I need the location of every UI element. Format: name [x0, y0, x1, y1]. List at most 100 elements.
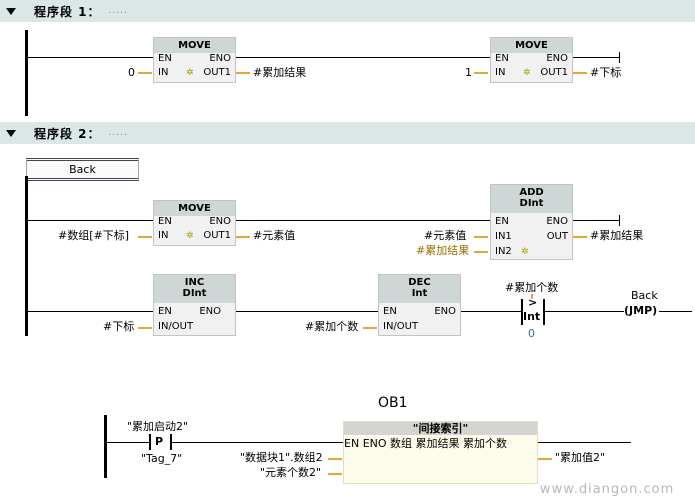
move2-in-value[interactable]: 1 — [465, 66, 472, 79]
inc-block[interactable]: INC DInt EN ENO IN/OUT — [153, 274, 236, 336]
collapse-triangle-icon[interactable] — [6, 129, 16, 137]
wire-ob1-c — [536, 442, 631, 443]
dec-block-title: DEC Int — [379, 275, 460, 303]
p-contact-type: P — [155, 435, 164, 448]
param-stub — [363, 327, 377, 329]
fb-in1-value[interactable]: "数据块1".数组2 — [240, 451, 323, 464]
pin-inout: IN/OUT — [383, 321, 419, 332]
wire-n2-r1-b — [235, 220, 490, 221]
jump-label-back[interactable]: Back — [26, 158, 139, 181]
add-block[interactable]: ADD DInt EN ENO IN1 OUT IN2 ✲ — [490, 184, 573, 260]
network-1-header[interactable]: 程序段 1： ..... — [0, 0, 695, 22]
wire-ob1-b — [172, 442, 344, 443]
move1-out-value[interactable]: #累加结果 — [253, 66, 307, 79]
move2-out-value[interactable]: #下标 — [590, 66, 622, 79]
wire-n2-r1-end — [619, 215, 620, 226]
pin-in: IN — [495, 67, 506, 78]
power-rail-2 — [25, 176, 28, 336]
pin-in: IN — [158, 230, 169, 241]
pin-en: EN — [495, 53, 509, 64]
wire-n2-r1-a — [28, 220, 154, 221]
compare-contact-left[interactable] — [521, 299, 523, 325]
move-block-1-title: MOVE — [154, 38, 235, 53]
dec-inout-value[interactable]: #累加个数 — [305, 320, 359, 333]
pin-sum-result: 累加结果 — [415, 437, 460, 450]
add-block-name: ADD — [519, 187, 544, 198]
network-2-title: 程序段 2： — [34, 126, 101, 141]
pin-en: EN — [495, 216, 509, 227]
add-in2-value[interactable]: #累加结果 — [416, 244, 470, 257]
ob1-title: OB1 — [378, 395, 408, 411]
pin-eno: ENO — [546, 53, 568, 64]
jump-target-label[interactable]: Back — [631, 289, 658, 302]
move-block-3-title: MOVE — [154, 201, 235, 216]
wire-n1-b — [235, 57, 490, 58]
dec-block-type: Int — [411, 288, 428, 299]
param-stub — [531, 294, 533, 299]
inc-inout-value[interactable]: #下标 — [103, 320, 135, 333]
inc-block-type: DInt — [182, 288, 207, 299]
inc-block-name: INC — [184, 277, 205, 288]
inc-block-title: INC DInt — [154, 275, 235, 303]
pin-eno: ENO — [362, 437, 387, 450]
collapse-triangle-icon[interactable] — [6, 7, 16, 15]
add-in1-value[interactable]: #元素值 — [424, 229, 467, 242]
wire-n1-c — [571, 57, 619, 58]
pin-eno: ENO — [199, 306, 221, 317]
add-out-value[interactable]: #累加结果 — [590, 229, 644, 242]
move-block-1[interactable]: MOVE EN ENO IN ✲ OUT1 — [153, 37, 236, 83]
dec-block[interactable]: DEC Int EN ENO IN/OUT — [378, 274, 461, 336]
network-2-comment-dots: ..... — [108, 128, 128, 138]
wire-n2-r1-c — [571, 220, 619, 221]
move-block-3[interactable]: MOVE EN ENO IN ✲ OUT1 — [153, 200, 236, 246]
jmp-instruction: JMP — [629, 304, 653, 317]
pin-in1: IN1 — [495, 231, 512, 242]
fb-in2-value[interactable]: "元素个数2" — [260, 466, 322, 479]
param-stub — [538, 458, 552, 460]
param-stub — [138, 236, 152, 238]
jmp-coil[interactable]: (JMP) — [624, 304, 658, 317]
move-block-2[interactable]: MOVE EN ENO IN ✲ OUT1 — [490, 37, 573, 83]
compare-type: Int — [523, 310, 541, 323]
pin-in: IN — [158, 67, 169, 78]
pin-array: 数组 — [390, 437, 413, 450]
compare-top-value[interactable]: #累加个数 — [505, 281, 559, 294]
move1-in-value[interactable]: 0 — [128, 66, 135, 79]
pin-in2: IN2 — [495, 246, 512, 257]
move3-in-value[interactable]: #数组[#下标] — [58, 229, 130, 242]
spark-icon: ✲ — [186, 68, 194, 78]
p-contact-right[interactable] — [170, 434, 172, 450]
pin-inout: IN/OUT — [158, 321, 194, 332]
contact-bottom-tag[interactable]: "Tag_7" — [141, 452, 183, 465]
param-stub — [474, 251, 488, 253]
param-stub — [573, 236, 587, 238]
param-stub — [138, 72, 152, 74]
spark-icon: ✲ — [186, 231, 194, 241]
compare-operator: > — [528, 296, 538, 309]
pin-en: EN — [344, 437, 360, 450]
p-contact-left[interactable] — [149, 434, 151, 450]
pin-eno: ENO — [434, 306, 456, 317]
wire-n2-r2-c — [459, 311, 521, 312]
pin-eno: ENO — [209, 53, 231, 64]
wire-n2-r2-d — [544, 311, 624, 312]
network-2-header[interactable]: 程序段 2： ..... — [0, 122, 695, 144]
param-stub — [573, 72, 587, 74]
compare-contact-right[interactable] — [543, 299, 545, 325]
power-rail-ob1 — [104, 415, 107, 478]
contact-top-tag[interactable]: "累加启动2" — [127, 420, 189, 433]
move3-out-value[interactable]: #元素值 — [253, 229, 296, 242]
compare-bottom-value[interactable]: 0 — [528, 327, 535, 340]
wire-n1-end — [619, 52, 620, 63]
network-1-comment-dots: ..... — [108, 6, 128, 16]
dec-block-name: DEC — [408, 277, 431, 288]
spark-icon: ✲ — [521, 247, 529, 257]
param-stub — [328, 458, 342, 460]
fb-out-value[interactable]: "累加值2" — [555, 451, 606, 464]
param-stub — [236, 72, 250, 74]
spark-icon: ✲ — [523, 68, 531, 78]
fb-call-block[interactable]: "间接索引" EN ENO 数组 累加结果 累加个数 — [343, 421, 538, 484]
pin-eno: ENO — [209, 216, 231, 227]
wire-n1-a — [28, 57, 154, 58]
